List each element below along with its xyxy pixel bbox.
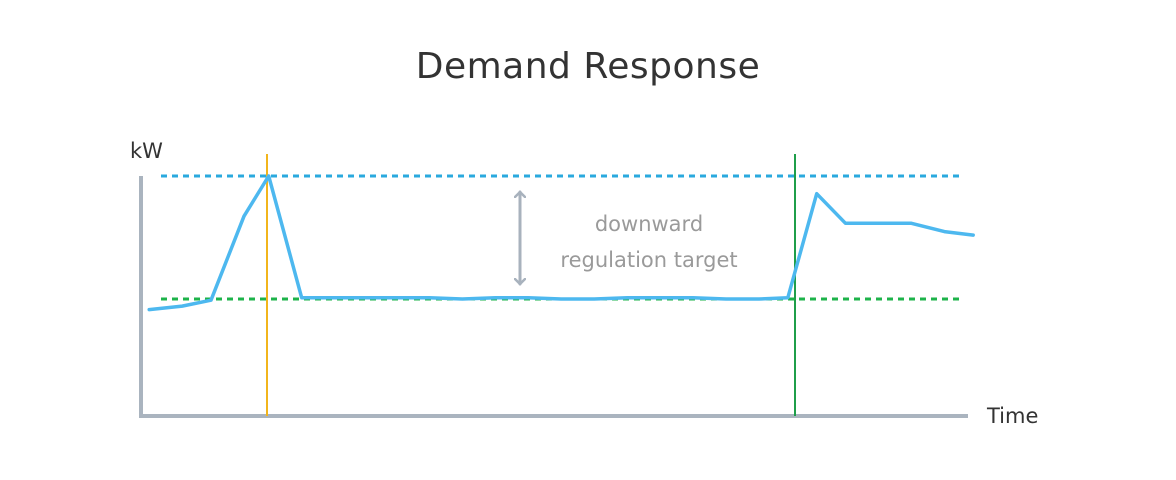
load-series-line [147, 174, 975, 312]
annotation-line-2: regulation target [560, 248, 737, 272]
load-series-points [149, 175, 974, 310]
diagram-title: Demand Response [415, 46, 761, 87]
y-axis-label: kW [130, 139, 163, 163]
x-axis-label: Time [986, 404, 1038, 428]
annotation-line-1: downward [595, 212, 703, 236]
